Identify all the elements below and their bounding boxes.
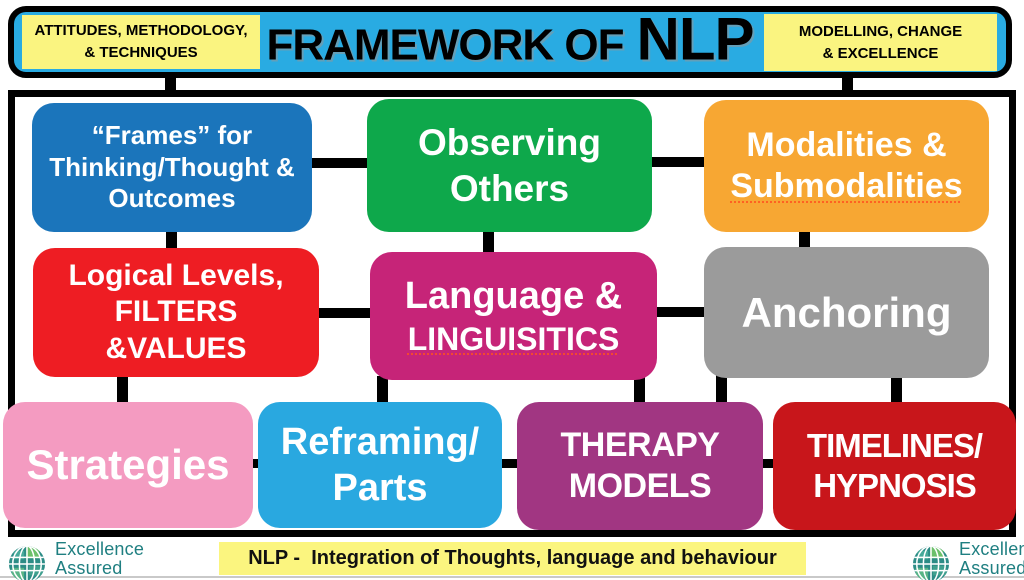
connector-line — [634, 376, 645, 406]
connector-line — [842, 74, 853, 97]
left-badge-line: & TECHNIQUES — [84, 44, 198, 61]
node-text-line: Reframing/ — [280, 420, 480, 463]
connector-line — [655, 307, 706, 317]
connector-line — [317, 308, 372, 318]
bottom-divider — [0, 576, 1024, 578]
footer-banner: NLP - Integration of Thoughts, language … — [219, 542, 806, 575]
logo-name-line: Excellence — [55, 539, 145, 559]
node-text-line: HYPNOSIS — [813, 467, 977, 504]
node-text-line: FILTERS — [114, 295, 238, 329]
node-text-line: Anchoring — [741, 288, 952, 336]
title-emphasis: NLP — [636, 5, 755, 73]
left-badge: ATTITUDES, METHODOLOGY, & TECHNIQUES — [22, 15, 260, 69]
node-modalities-submodalities: Modalities & Submodalities — [704, 100, 989, 232]
node-text-line: Outcomes — [108, 183, 236, 214]
title-bar: ATTITUDES, METHODOLOGY, & TECHNIQUES FRA… — [8, 6, 1012, 78]
title-prefix: FRAMEWORK OF — [266, 20, 624, 70]
node-text-line: Modalities & — [746, 125, 947, 164]
node-reframing-parts: Reframing/ Parts — [258, 402, 502, 528]
connector-line — [166, 228, 177, 252]
node-text-line: “Frames” for — [91, 119, 253, 150]
logo-text: Excellence Assured Coaching, Training & … — [55, 539, 171, 580]
globe-icon — [8, 545, 46, 580]
node-text-line: Parts — [332, 467, 428, 509]
spellcheck-underlined-text: Submodalities — [730, 167, 963, 205]
right-badge-line: MODELLING, CHANGE — [798, 22, 963, 40]
node-text-line: Observing — [418, 122, 601, 164]
node-observing-others: Observing Others — [367, 99, 652, 232]
connector-line — [165, 74, 176, 97]
node-text-line: Others — [449, 167, 570, 209]
spellcheck-underlined-text: LINGUISITICS — [407, 320, 620, 357]
node-therapy-models: THERAPY MODELS — [517, 402, 763, 530]
node-text-line: MODELS — [568, 467, 712, 505]
node-text-line: Submodalities — [704, 166, 989, 207]
connector-line — [483, 228, 494, 256]
right-badge-line: & EXCELLENCE — [822, 44, 939, 62]
connector-line — [799, 228, 810, 251]
node-anchoring: Anchoring — [704, 247, 989, 378]
node-text-line: &VALUES — [105, 331, 247, 365]
connector-line — [377, 376, 388, 406]
node-text-line: TIMELINES/ — [806, 426, 983, 464]
page-title: FRAMEWORK OF NLP — [266, 5, 755, 74]
connector-line — [246, 459, 264, 468]
node-language-linguistics: Language & LINGUISITICS — [370, 252, 657, 380]
connector-line — [650, 157, 706, 167]
node-text-line: Language & — [404, 275, 623, 318]
node-strategies: Strategies — [3, 402, 253, 528]
node-timelines-hypnosis: TIMELINES/ HYPNOSIS — [773, 402, 1016, 530]
globe-icon — [912, 545, 950, 580]
node-text-line: Thinking/Thought & — [49, 151, 295, 182]
node-text-line: THERAPY — [560, 425, 720, 464]
logo-text: Excellence Assured Coaching, Training & … — [959, 539, 1024, 580]
connector-line — [760, 459, 776, 468]
node-text-line: Strategies — [26, 441, 230, 489]
connector-line — [891, 374, 902, 406]
connector-line — [305, 158, 370, 168]
node-logical-levels-filters-values: Logical Levels, FILTERS &VALUES — [33, 248, 319, 377]
logo-name-line: Assured — [55, 558, 123, 579]
left-badge-line: ATTITUDES, METHODOLOGY, — [34, 22, 248, 40]
connector-line — [117, 373, 128, 406]
connector-line — [498, 459, 520, 468]
node-frames-for-thinking: “Frames” for Thinking/Thought & Outcomes — [32, 103, 312, 232]
right-badge: MODELLING, CHANGE & EXCELLENCE — [764, 14, 997, 71]
excellence-assured-logo: Excellence Assured Coaching, Training & … — [8, 539, 171, 580]
connector-line — [716, 374, 727, 406]
logo-name-line: Excellence — [959, 539, 1024, 559]
node-text-line: Logical Levels, — [68, 258, 284, 292]
excellence-assured-logo: Excellence Assured Coaching, Training & … — [912, 539, 1024, 580]
node-text-line: LINGUISITICS — [370, 320, 657, 359]
logo-name-line: Assured — [959, 558, 1024, 579]
